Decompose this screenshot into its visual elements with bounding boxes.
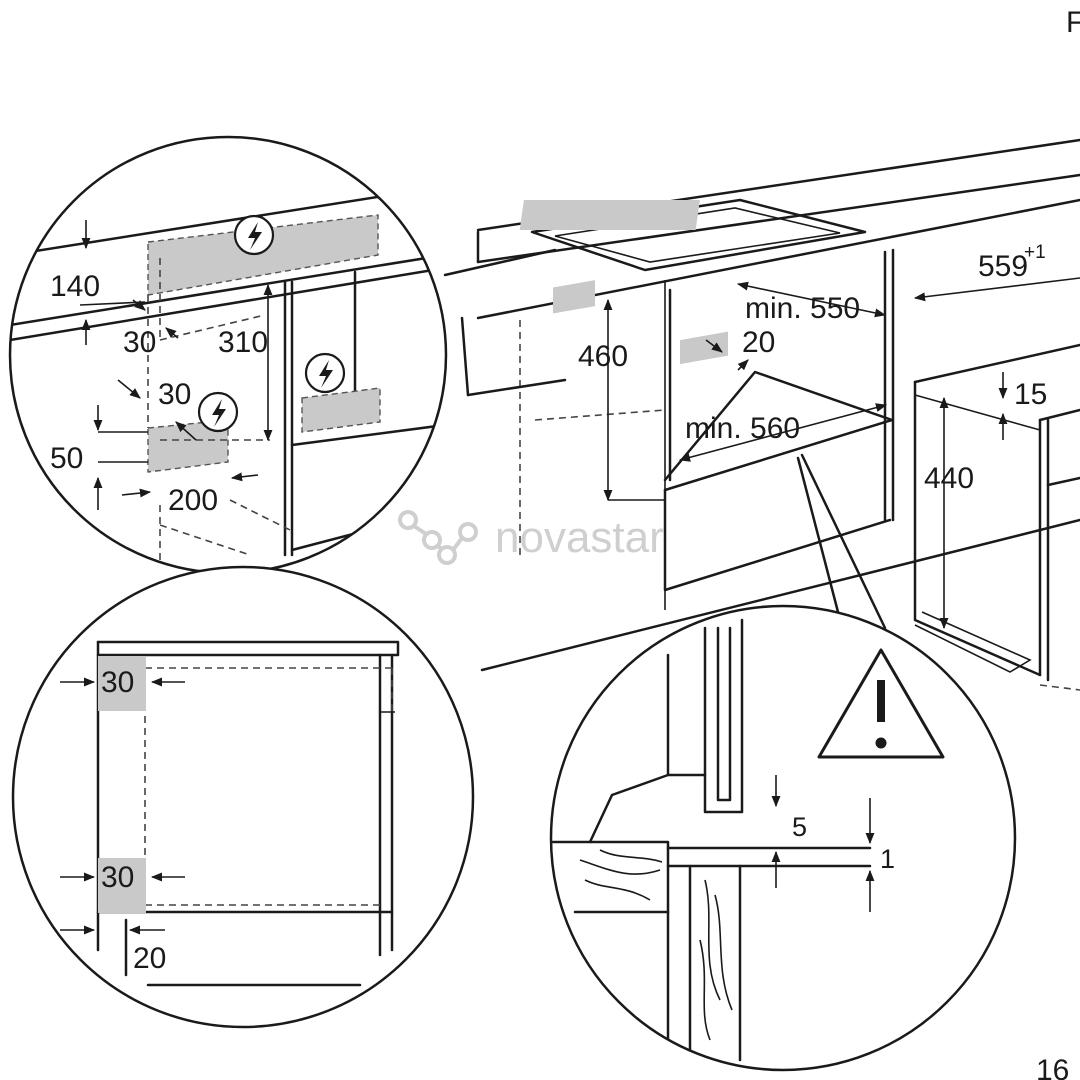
hob <box>519 198 867 272</box>
dim-200: 200 <box>168 484 218 517</box>
dim-30-lower: 30 <box>158 378 191 411</box>
dim-5: 5 <box>792 812 807 842</box>
dim-min-550: min. 550 <box>745 292 860 325</box>
dim-440: 440 <box>924 462 974 495</box>
dim-559-tolerance: +1 <box>1024 242 1046 263</box>
clearance-zone-bottom <box>98 858 146 913</box>
socket-zone-upper <box>147 214 379 296</box>
watermark-text: novastar <box>495 513 664 562</box>
corner-text-bottom-right: 16 <box>1036 1054 1069 1080</box>
electrical-warning-icon-cabinet <box>304 352 346 394</box>
dim-30-upper: 30 <box>123 326 156 359</box>
dim-min-560: min. 560 <box>685 412 800 445</box>
oven-appliance <box>913 343 1080 691</box>
dim-20-main: 20 <box>742 326 775 359</box>
socket-zone-cabinet <box>301 387 381 433</box>
corner-text-top-right: F <box>1066 6 1080 39</box>
dim-559: 559 <box>978 250 1028 283</box>
dim-15: 15 <box>1014 378 1047 411</box>
socket-area-main-left <box>553 280 595 314</box>
electrical-warning-icon-lower <box>197 391 239 433</box>
detail-front-view: 30 30 20 <box>11 565 475 1029</box>
dim-30-bottom-clearance: 30 <box>101 861 134 894</box>
dim-20-gap: 20 <box>133 942 166 975</box>
wood-grain <box>579 849 733 1041</box>
warning-triangle-icon <box>817 648 945 759</box>
clearance-zone-top <box>98 656 146 711</box>
dim-30-top-clearance: 30 <box>101 666 134 699</box>
dim-140: 140 <box>50 270 100 303</box>
watermark: novastar <box>398 510 664 565</box>
dim-50: 50 <box>50 442 83 475</box>
socket-area-main-right <box>680 331 728 365</box>
detail-cross-section: 5 1 <box>549 604 1017 1072</box>
dim-1: 1 <box>880 844 895 874</box>
dim-460: 460 <box>578 340 628 373</box>
dim-310: 310 <box>218 326 268 359</box>
detail-socket-positions: 140 30 310 30 50 200 <box>8 135 448 575</box>
electrical-warning-icon-upper <box>233 214 275 256</box>
main-kitchen-view: 559 +1 min. 550 20 460 min. 560 15 440 <box>443 138 1080 691</box>
